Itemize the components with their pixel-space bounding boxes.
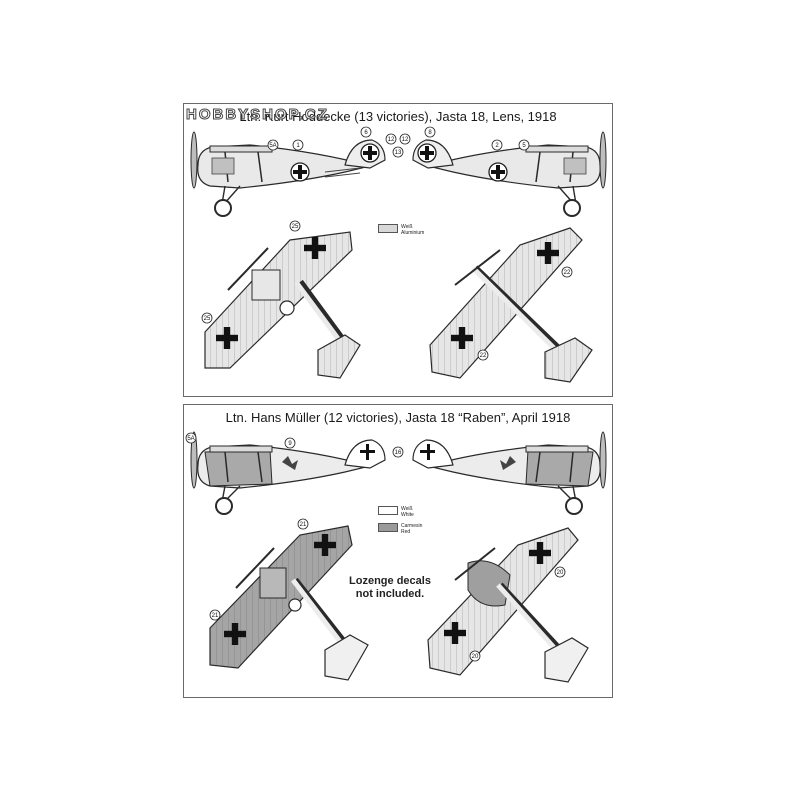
callout: 21 [297,518,309,530]
svg-text:20: 20 [557,570,564,576]
panel-2-title: Ltn. Hans Müller (12 victories), Jasta 1… [225,410,571,425]
callout: 5A [185,432,197,444]
svg-text:21: 21 [300,522,307,528]
legend-label: Red [401,529,411,535]
svg-text:25: 25 [204,316,211,322]
legend-label: Carmesin [401,523,423,529]
p2-top-view [209,525,369,681]
callout: 12 [385,133,397,145]
note-line-2: not included. [355,588,425,600]
svg-text:8: 8 [428,130,432,136]
callout: 21 [209,609,221,621]
legend-swatch-silver [378,224,398,233]
callout: 9 [284,437,296,449]
callout: 22 [477,349,489,361]
svg-text:12: 12 [402,137,409,143]
svg-text:22: 22 [564,270,571,276]
callout: 22 [561,266,573,278]
callout: 5 [518,139,530,151]
callout: 20 [554,566,566,578]
panel-1-title: Ltn. Kurt Hoddecke (13 victories), Jasta… [239,109,557,124]
svg-text:25: 25 [292,224,299,230]
legend-swatch-red [378,523,398,532]
p2-bottom-view [427,527,589,683]
legend-label: Weiß [401,506,413,512]
svg-text:20: 20 [472,654,479,660]
callout: 25 [201,312,213,324]
lozenge-note: Lozenge decals not included. [335,575,445,601]
svg-text:21: 21 [212,613,219,619]
callout: 20 [469,650,481,662]
svg-text:12: 12 [388,137,395,143]
svg-text:1: 1 [296,143,300,149]
callout: 5A [267,139,279,151]
legend-label: Weiß [401,224,413,230]
svg-text:9: 9 [288,441,292,447]
callout: 12 [399,133,411,145]
p1-left-side-view [190,131,386,217]
legend-swatch-white [378,506,398,515]
callouts-panel-1: 1 2 5 5A 6 8 12 12 13 22 22 25 25 [201,126,573,361]
note-line-1: Lozenge decals [349,575,431,587]
svg-text:5A: 5A [269,143,276,149]
callout: 1 [292,139,304,151]
p1-top-view [204,231,361,379]
p1-right-side-view [412,131,607,217]
legend-label: Aluminium [401,230,425,236]
callout: 16 [392,446,404,458]
svg-text:13: 13 [395,150,402,156]
callouts-panel-2: 9 16 5A 21 21 20 20 [185,432,566,662]
svg-text:5A: 5A [187,436,194,442]
callout: 8 [424,126,436,138]
p2-right-side-view [412,431,607,515]
legend-label: White [401,512,414,518]
callout: 6 [360,126,372,138]
p1-bottom-view [429,227,593,383]
svg-text:2: 2 [495,143,499,149]
svg-text:22: 22 [480,353,487,359]
p2-left-side-view [190,431,386,515]
callout: 13 [392,146,404,158]
callout: 2 [491,139,503,151]
svg-text:5: 5 [522,143,526,149]
svg-text:16: 16 [395,450,402,456]
watermark: HOBBYSHOP.CZ [186,106,329,124]
svg-text:6: 6 [364,130,368,136]
callout: 25 [289,220,301,232]
